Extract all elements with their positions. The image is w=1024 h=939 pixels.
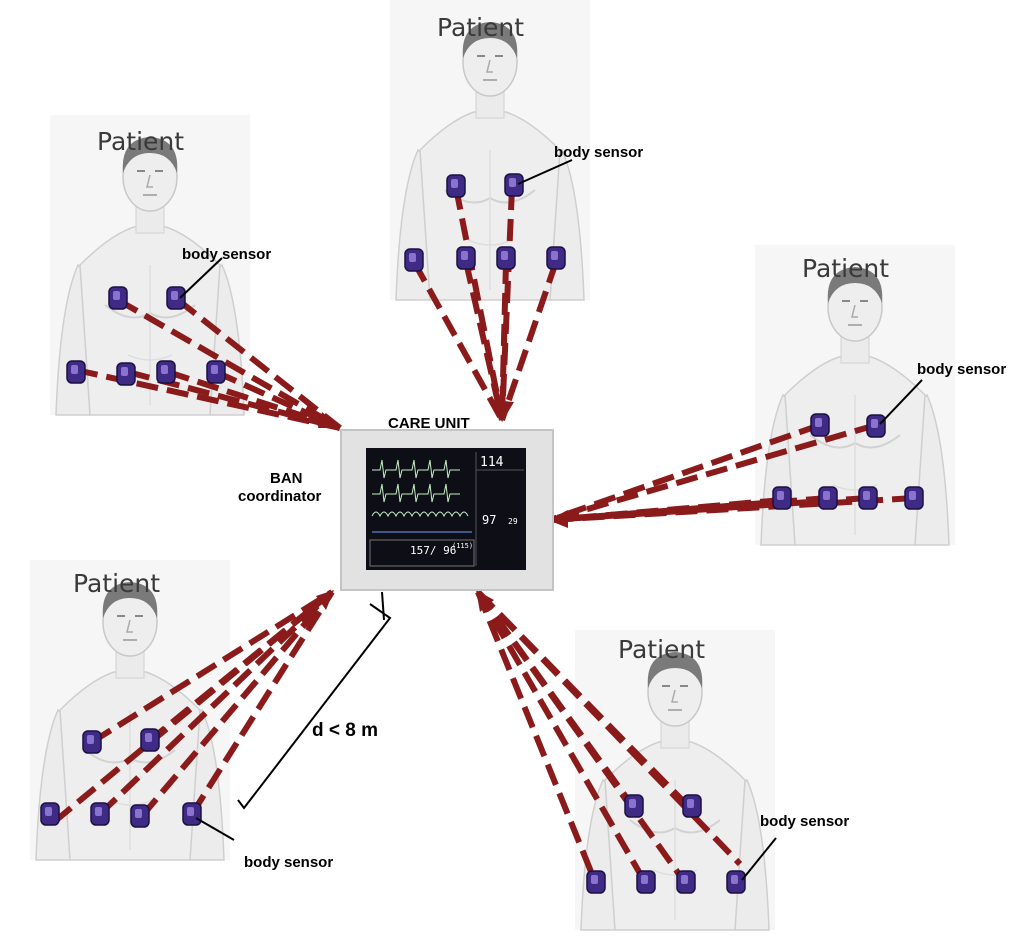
wireless-links [52, 187, 915, 886]
body-sensor-icon [456, 246, 476, 270]
body-sensor-icon [810, 413, 830, 437]
body-sensor-icon [156, 360, 176, 384]
sensor-label: body sensor [917, 361, 1006, 378]
body-sensor-icon [116, 362, 136, 386]
ecg-waveforms [371, 459, 472, 533]
patient-label: Patient [802, 254, 889, 283]
arrowhead [316, 590, 334, 610]
distance-indicator: d < 8 m [237, 591, 392, 810]
body-sensor-icon [130, 804, 150, 828]
arrowhead [318, 412, 340, 428]
body-sensor-icon [772, 486, 792, 510]
link [463, 261, 505, 421]
link [475, 589, 743, 867]
patient-label: Patient [618, 635, 705, 664]
link [90, 589, 334, 745]
body-sensor-icon [682, 794, 702, 818]
monitor-heart-rate: 114 [480, 455, 504, 470]
patient-label: Patient [73, 569, 160, 598]
body-sensor-icon [504, 173, 524, 197]
monitor-map: (115) [452, 542, 473, 550]
link [176, 297, 342, 431]
body-sensor-icon [140, 728, 160, 752]
patient-top-center: Patient [389, 0, 591, 301]
body-sensor-icon [858, 486, 878, 510]
link [453, 187, 505, 421]
sensor-label: body sensor [554, 144, 643, 161]
link [475, 590, 649, 886]
sensor-labels: body sensor body sensor body sensor body… [179, 144, 1006, 881]
monitor-resp: 29 [508, 517, 518, 526]
body-sensor-icon [546, 246, 566, 270]
monitor-bp: 157/ 96 [410, 544, 456, 557]
body-sensor-icon [40, 802, 60, 826]
sensor-label: body sensor [182, 246, 271, 263]
ban-coordinator-line2: coordinator [238, 488, 321, 505]
body-sensor-icon [166, 286, 186, 310]
distance-label: d < 8 m [312, 720, 378, 741]
link [549, 422, 877, 523]
body-sensor-icon [496, 246, 516, 270]
care-unit: CARE UNIT BAN coordinator 114 97 29 157/… [238, 415, 554, 591]
link [214, 369, 342, 431]
body-sensor-icon [404, 248, 424, 272]
body-sensor-icon [82, 730, 102, 754]
body-sensor-icon [818, 486, 838, 510]
care-unit-title: CARE UNIT [388, 415, 470, 432]
body-sensor-icon [586, 870, 606, 894]
body-sensor-icon [726, 870, 746, 894]
body-sensor-icon [676, 870, 696, 894]
patient-top-left: Patient [49, 114, 251, 416]
monitor-screen [366, 448, 526, 570]
sensor-label: body sensor [244, 854, 333, 871]
body-sensor-icon [624, 794, 644, 818]
body-sensor-icon [66, 360, 86, 384]
link [97, 589, 335, 817]
ban-coordinator-line1: BAN [270, 470, 303, 487]
arrowhead [492, 400, 514, 422]
link [499, 261, 509, 421]
body-sensor-icon [636, 870, 656, 894]
patient-label: Patient [437, 13, 524, 42]
patient-bottom-left: Patient [29, 559, 231, 861]
sensor-label: body sensor [760, 813, 849, 830]
link [52, 589, 334, 825]
link [475, 590, 599, 886]
monitor-spo2: 97 [482, 513, 496, 527]
body-sensor-icon [206, 360, 226, 384]
body-sensor-icon [90, 802, 110, 826]
body-sensor-icon [108, 286, 128, 310]
body-sensor-icon [866, 414, 886, 438]
body-sensor-icon [182, 802, 202, 826]
link [189, 590, 335, 816]
link [139, 590, 335, 818]
link [499, 187, 515, 421]
arrowhead [476, 590, 494, 612]
patient-bottom-right: Patient [574, 629, 776, 931]
link [475, 590, 689, 886]
arrowhead [548, 510, 568, 528]
body-sensor-icon [904, 486, 924, 510]
link [116, 297, 342, 431]
patient-right: Patient [754, 244, 956, 546]
patient-label: Patient [97, 127, 184, 156]
body-sensor-icon [446, 174, 466, 198]
link [499, 261, 559, 421]
